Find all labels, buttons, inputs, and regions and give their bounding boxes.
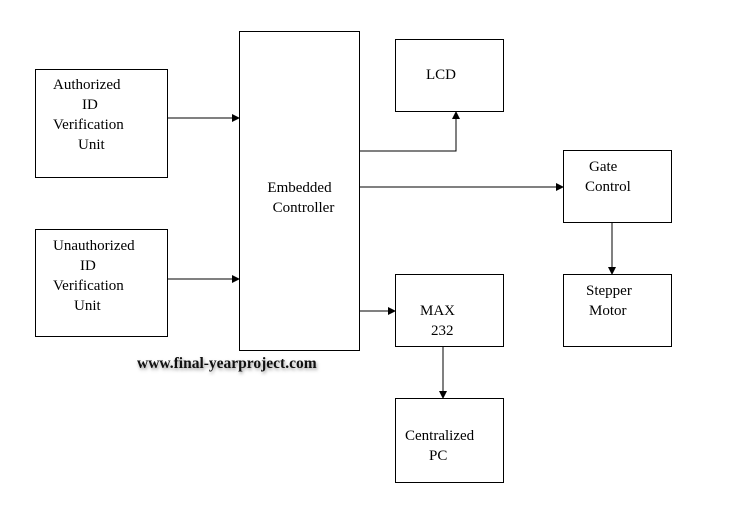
centralized-pc-label: Centralized PC: [405, 426, 474, 466]
authorized-id-verification-label: Authorized ID Verification Unit: [53, 75, 124, 155]
website-watermark: www.final-yearproject.com: [137, 355, 317, 372]
max-line-1: MAX: [420, 303, 456, 319]
authorized-line-4: Unit: [78, 137, 105, 153]
unauthorized-line-4: Unit: [74, 298, 101, 314]
max232-box: [395, 274, 504, 347]
stepper-line-2: Motor: [589, 303, 627, 319]
unauthorized-id-verification-label: Unauthorized ID Verification Unit: [53, 236, 135, 316]
pc-line-1: Centralized: [405, 428, 475, 444]
stepper-motor-box: [563, 274, 672, 347]
gate-line-1: Gate: [589, 159, 618, 175]
authorized-id-verification-box: [35, 69, 168, 178]
max232-label: MAX 232: [420, 301, 455, 341]
unauthorized-line-2: ID: [80, 258, 96, 274]
pc-line-2: PC: [429, 448, 448, 464]
controller-line-1: Embedded: [267, 180, 332, 196]
embedded-controller-label: Embedded Controller: [239, 178, 360, 218]
authorized-line-2: ID: [82, 97, 98, 113]
centralized-pc-box: [395, 398, 504, 483]
stepper-line-1: Stepper: [586, 283, 632, 299]
unauthorized-id-verification-box: [35, 229, 168, 337]
arrow-controller-to-lcd: [359, 111, 460, 152]
gate-control-label: Gate Control: [585, 157, 631, 197]
authorized-line-3: Verification: [53, 117, 124, 133]
max-line-2: 232: [431, 323, 454, 339]
stepper-motor-label: Stepper Motor: [586, 281, 632, 321]
authorized-line-1: Authorized: [53, 77, 121, 93]
unauthorized-line-3: Verification: [53, 278, 124, 294]
lcd-label: LCD: [426, 67, 456, 83]
unauthorized-line-1: Unauthorized: [53, 238, 135, 254]
gate-line-2: Control: [585, 179, 631, 195]
gate-control-box: [563, 150, 672, 223]
controller-line-2: Controller: [272, 200, 335, 216]
embedded-controller-box: [239, 31, 360, 351]
lcd-box: [395, 39, 504, 112]
